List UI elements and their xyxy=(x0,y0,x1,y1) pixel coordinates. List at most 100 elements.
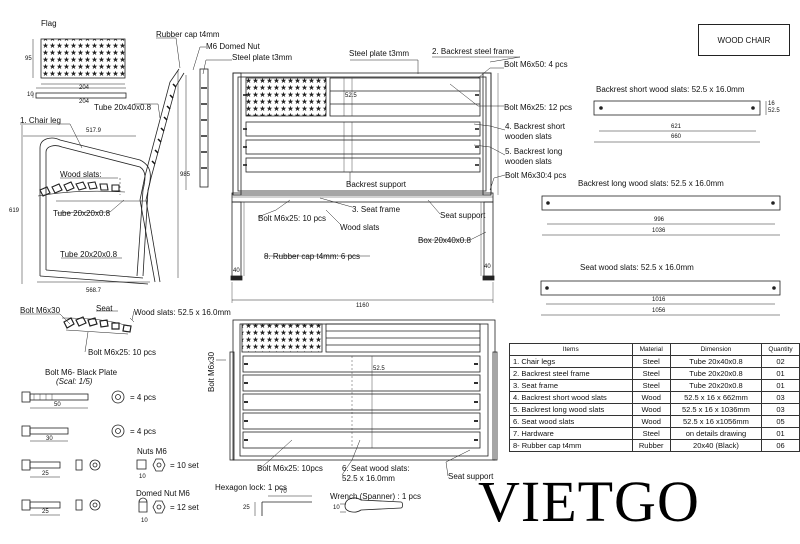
label-short-slats-line1: 4. Backrest short xyxy=(505,122,566,131)
label-nuts-title: Nuts M6 xyxy=(137,447,167,456)
bom-header-cell: Material xyxy=(631,343,671,356)
front-view-drawing xyxy=(230,72,499,303)
label-backrest-frame: 2. Backrest steel frame xyxy=(432,47,514,56)
dim-985: 985 xyxy=(180,172,191,178)
bom-cell: 2. Backrest steel frame xyxy=(509,367,633,380)
flag-small-dim: 10 xyxy=(27,92,34,98)
dim-25-b: 25 xyxy=(42,509,49,515)
label-long-slats-line1: 5. Backrest long xyxy=(505,147,563,156)
dim-wrench-10: 10 xyxy=(333,505,340,511)
bom-cell: Wood xyxy=(631,415,671,428)
label-seat-wood-slats: Wood slats: 52.5 x 16.0mm xyxy=(134,308,231,317)
label-backrest-support: Backrest support xyxy=(346,180,407,189)
bom-cell: 01 xyxy=(761,427,800,440)
label-seat-slat-title: Seat wood slats: 52.5 x 16.0mm xyxy=(580,263,694,272)
flag-height-dim: 95 xyxy=(25,56,32,62)
label-rubber-cap: Rubber cap t4mm xyxy=(156,30,220,39)
flag-title: Flag xyxy=(41,19,57,28)
bom-cell: on details drawing xyxy=(669,427,763,440)
bom-cell: 52.5 x 16 x 1036mm xyxy=(669,403,763,416)
dim-40-left: 40 xyxy=(233,268,240,274)
dim-621: 621 xyxy=(671,124,682,130)
bom-cell: 03 xyxy=(761,391,800,404)
bom-header-cell: Items xyxy=(509,343,633,356)
bom-cell: Tube 20x40x0.8 xyxy=(669,355,763,368)
dim-1056: 1056 xyxy=(652,308,666,314)
label-short-slats-line2: wooden slats xyxy=(505,132,552,141)
label-tube-mid: Tube 20x20x0.8 xyxy=(53,209,111,218)
dim-1160: 1160 xyxy=(356,303,369,309)
dim-30: 30 xyxy=(46,436,53,442)
bom-cell: Wood xyxy=(631,391,671,404)
bom-cell: 52.5 x 16 x 662mm xyxy=(669,391,763,404)
label-seat: Seat xyxy=(96,304,113,313)
bom-cell: 01 xyxy=(761,379,800,392)
label-rubber-cap-6: 8. Rubber cap t4mm: 6 pcs xyxy=(264,252,361,261)
dim-660: 660 xyxy=(671,134,682,140)
label-qty-a: = 4 pcs xyxy=(130,393,157,402)
label-domed-nut-title: Domed Nut M6 xyxy=(136,489,190,498)
dim-52-5-plan: 52.5 xyxy=(373,366,385,372)
plan-view-drawing xyxy=(229,319,498,461)
label-domed-nut-qty: = 12 set xyxy=(170,503,199,512)
label-long-slats-line2: wooden slats xyxy=(505,157,552,166)
label-seat-bolt-m6x30: Bolt M6x30 xyxy=(20,306,61,315)
label-tube-bottom: Tube 20x20x0.8 xyxy=(60,250,118,259)
label-box: Box 20x40x0.8 xyxy=(418,236,471,245)
label-front-steel-plate: Steel plate t3mm xyxy=(349,49,410,58)
bom-cell: 52.5 x 16 x1056mm xyxy=(669,415,763,428)
label-plan-bolt-m6x30: Bolt M6x30 xyxy=(207,351,216,392)
bom-cell: 01 xyxy=(761,367,800,380)
label-plan-seat-support: Seat support xyxy=(448,472,494,481)
label-chair-leg: 1. Chair leg xyxy=(20,116,61,125)
bom-cell: 6. Seat wood slats xyxy=(509,415,633,428)
label-side-steel-plate: Steel plate t3mm xyxy=(232,53,293,62)
label-bolt-m6x25-12: Bolt M6x25: 12 pcs xyxy=(504,103,573,112)
bom-cell: 3. Seat frame xyxy=(509,379,633,392)
bom-cell: 02 xyxy=(761,355,800,368)
label-hardware-title: Bolt M6- Black Plate xyxy=(45,368,118,377)
slat-views xyxy=(540,100,781,316)
bom-header-cell: Dimension xyxy=(669,343,763,356)
label-front-wood-slats: Wood slats xyxy=(340,223,380,232)
dim-619: 619 xyxy=(9,208,20,214)
bom-header-cell: Quantity xyxy=(761,343,800,356)
drawing-title: WOOD CHAIR xyxy=(717,35,771,45)
dim-52-5-front: 52.5 xyxy=(345,93,357,99)
dim-568: 568.7 xyxy=(86,288,102,294)
label-domed-nut: M6 Domed Nut xyxy=(206,42,260,51)
label-seat-support: Seat support xyxy=(440,211,486,220)
label-short-slat-title: Backrest short wood slats: 52.5 x 16.0mm xyxy=(596,85,745,94)
dim-50: 50 xyxy=(54,402,61,408)
dim-1016: 1016 xyxy=(652,297,666,303)
leader-lines xyxy=(20,37,521,477)
label-plan-seat-slats-line1: 6. Seat wood slats: xyxy=(342,464,410,473)
dim-40-right: 40 xyxy=(484,264,491,270)
bom-cell: 06 xyxy=(761,439,800,452)
flag-bottom-dim: 204 xyxy=(79,99,90,105)
label-nuts-qty: = 10 set xyxy=(170,461,199,470)
flag-width-dim: 204 xyxy=(79,85,90,91)
label-side-wood-slats: Wood slats: xyxy=(60,170,102,179)
seat-detail-drawing xyxy=(61,316,135,335)
dim-hex-70: 70 xyxy=(280,489,287,495)
dim-hex-25: 25 xyxy=(243,505,250,511)
dim-52-5-slat: 52.5 xyxy=(768,108,780,114)
flag-drawing xyxy=(32,38,127,99)
brand-logo: VIETGO xyxy=(478,469,700,534)
bom-cell: Steel xyxy=(631,379,671,392)
bom-cell: 8- Rubber cap t4mm xyxy=(509,439,633,452)
side-view-drawing xyxy=(21,68,209,285)
